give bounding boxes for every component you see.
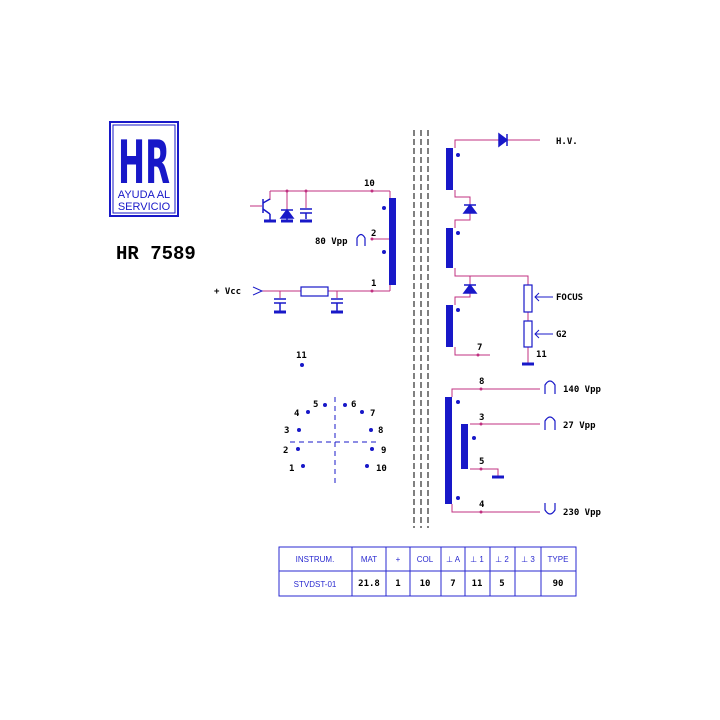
spec-table	[278, 546, 577, 597]
table-header-instrum: INSTRUM.	[296, 555, 335, 564]
table-header-mat: MAT	[361, 555, 377, 564]
pinout-label-8: 8	[378, 426, 383, 436]
logo-frame	[109, 121, 179, 217]
pinout-crosshair	[290, 397, 380, 486]
primary-dot-mid	[382, 250, 386, 254]
logo-line1: AYUDA AL	[118, 189, 170, 201]
pin-2-label: 2	[371, 229, 376, 239]
focus-label: FOCUS	[556, 293, 583, 303]
pin-4-label: 4	[479, 500, 485, 510]
pin-7-label: 7	[477, 343, 482, 353]
table-cell-instrum: STVDST-01	[294, 580, 337, 589]
primary-pulse-label: 80 Vpp	[315, 237, 348, 247]
logo-line2: SERVICIO	[118, 201, 171, 213]
hv-circuit	[454, 139, 540, 363]
logo: HR AYUDA AL SERVICIO	[109, 121, 179, 217]
pinout-center-pin-label: 11	[296, 351, 307, 361]
pin-5-label: 5	[479, 457, 484, 467]
table-header-gnd-2: ⊥ 2	[495, 555, 509, 564]
table-cell-gnd-2: 5	[499, 579, 504, 589]
pinout-label-4: 4	[294, 409, 300, 419]
pinout-diagram: 11 1 2 3 4 5 6 7 8 9 10	[283, 351, 387, 486]
pinout-label-2: 2	[283, 446, 288, 456]
primary-circuit	[250, 190, 391, 298]
pinout-label-7: 7	[370, 409, 375, 419]
table-cell-plus: 1	[395, 579, 400, 589]
hv-winding-2	[446, 228, 453, 268]
table-header-gnd-a: ⊥ A	[446, 555, 461, 564]
pinout-label-5: 5	[313, 400, 318, 410]
hv-label: H.V.	[556, 137, 578, 147]
pin-1-label: 1	[371, 279, 376, 289]
focus-arrow-icon	[534, 292, 553, 302]
primary-pulse-icon	[356, 233, 366, 246]
g2-resistor-icon	[523, 320, 533, 348]
hv-winding-1	[446, 148, 453, 190]
vcc-resistor-icon	[300, 286, 329, 297]
lv-pin-markers	[479, 387, 483, 514]
primary-winding	[389, 198, 396, 285]
pulse-140-icon	[544, 380, 556, 394]
g2-label: G2	[556, 330, 567, 340]
lv-sub-winding	[461, 424, 468, 469]
table-cell-gnd-1: 11	[472, 579, 483, 589]
pin-7-marker	[476, 353, 480, 357]
retrace-capacitor-icon	[300, 208, 312, 223]
primary-pin-markers	[285, 189, 374, 293]
hv-rectifier-diode-icon	[498, 132, 509, 148]
logo-inner-frame	[112, 124, 176, 214]
pin-3-label: 3	[479, 413, 484, 423]
vcc-label: + Vcc	[214, 287, 241, 297]
pin-11-focus-label: 11	[536, 350, 547, 360]
pulse-230-icon	[544, 503, 556, 515]
model-number: HR 7589	[116, 243, 196, 265]
table-cell-gnd-a: 7	[450, 579, 455, 589]
lv-dot-2	[472, 436, 476, 440]
table-header-col: COL	[417, 555, 434, 564]
table-header-gnd-3: ⊥ 3	[521, 555, 535, 564]
split-diode-1-icon	[462, 203, 478, 214]
pinout-label-3: 3	[284, 426, 289, 436]
lv-dot-1	[456, 400, 460, 404]
g2-arrow-icon	[534, 329, 553, 339]
lv-dot-3	[456, 496, 460, 500]
lv-main-winding	[445, 397, 452, 504]
hv-dot-3	[456, 308, 460, 312]
spec-table-headers: INSTRUM. MAT + COL ⊥ A ⊥ 1 ⊥ 2 ⊥ 3 TYPE	[296, 555, 569, 564]
logo-mark: HR	[118, 128, 170, 198]
output-140-label: 140 Vpp	[563, 385, 602, 395]
hv-dot-2	[456, 231, 460, 235]
hv-winding-3	[446, 305, 453, 347]
vcc-arrow-icon	[252, 286, 264, 296]
transformer-core	[413, 130, 429, 528]
pinout-label-6: 6	[351, 400, 356, 410]
pulse-27-icon	[544, 416, 556, 430]
pin-10-label: 10	[364, 179, 375, 189]
vcc-capacitor-2-icon	[331, 298, 343, 314]
pin-8-label: 8	[479, 377, 484, 387]
pinout-label-10: 10	[376, 464, 387, 474]
table-header-plus: +	[396, 555, 401, 564]
hv-dot-1	[456, 153, 460, 157]
primary-dot-top	[382, 206, 386, 210]
spec-table-row: STVDST-01 21.8 1 10 7 11 5 90	[294, 579, 564, 589]
table-header-gnd-1: ⊥ 1	[470, 555, 484, 564]
focus-resistor-icon	[523, 284, 533, 313]
output-230-label: 230 Vpp	[563, 508, 602, 518]
switching-transistor-icon	[262, 198, 276, 223]
pinout-label-9: 9	[381, 446, 386, 456]
table-header-type: TYPE	[548, 555, 569, 564]
table-cell-type: 90	[553, 579, 564, 589]
output-27-label: 27 Vpp	[563, 421, 596, 431]
pinout-pin-11	[300, 363, 304, 367]
vcc-capacitor-1-icon	[274, 298, 286, 314]
table-cell-mat: 21.8	[358, 579, 380, 589]
split-diode-2-icon	[462, 283, 478, 294]
damper-diode-icon	[279, 208, 295, 223]
table-cell-col: 10	[420, 579, 431, 589]
lv-secondary-circuit	[451, 388, 540, 513]
pinout-label-1: 1	[289, 464, 294, 474]
pinout-pin-dots	[296, 403, 374, 468]
